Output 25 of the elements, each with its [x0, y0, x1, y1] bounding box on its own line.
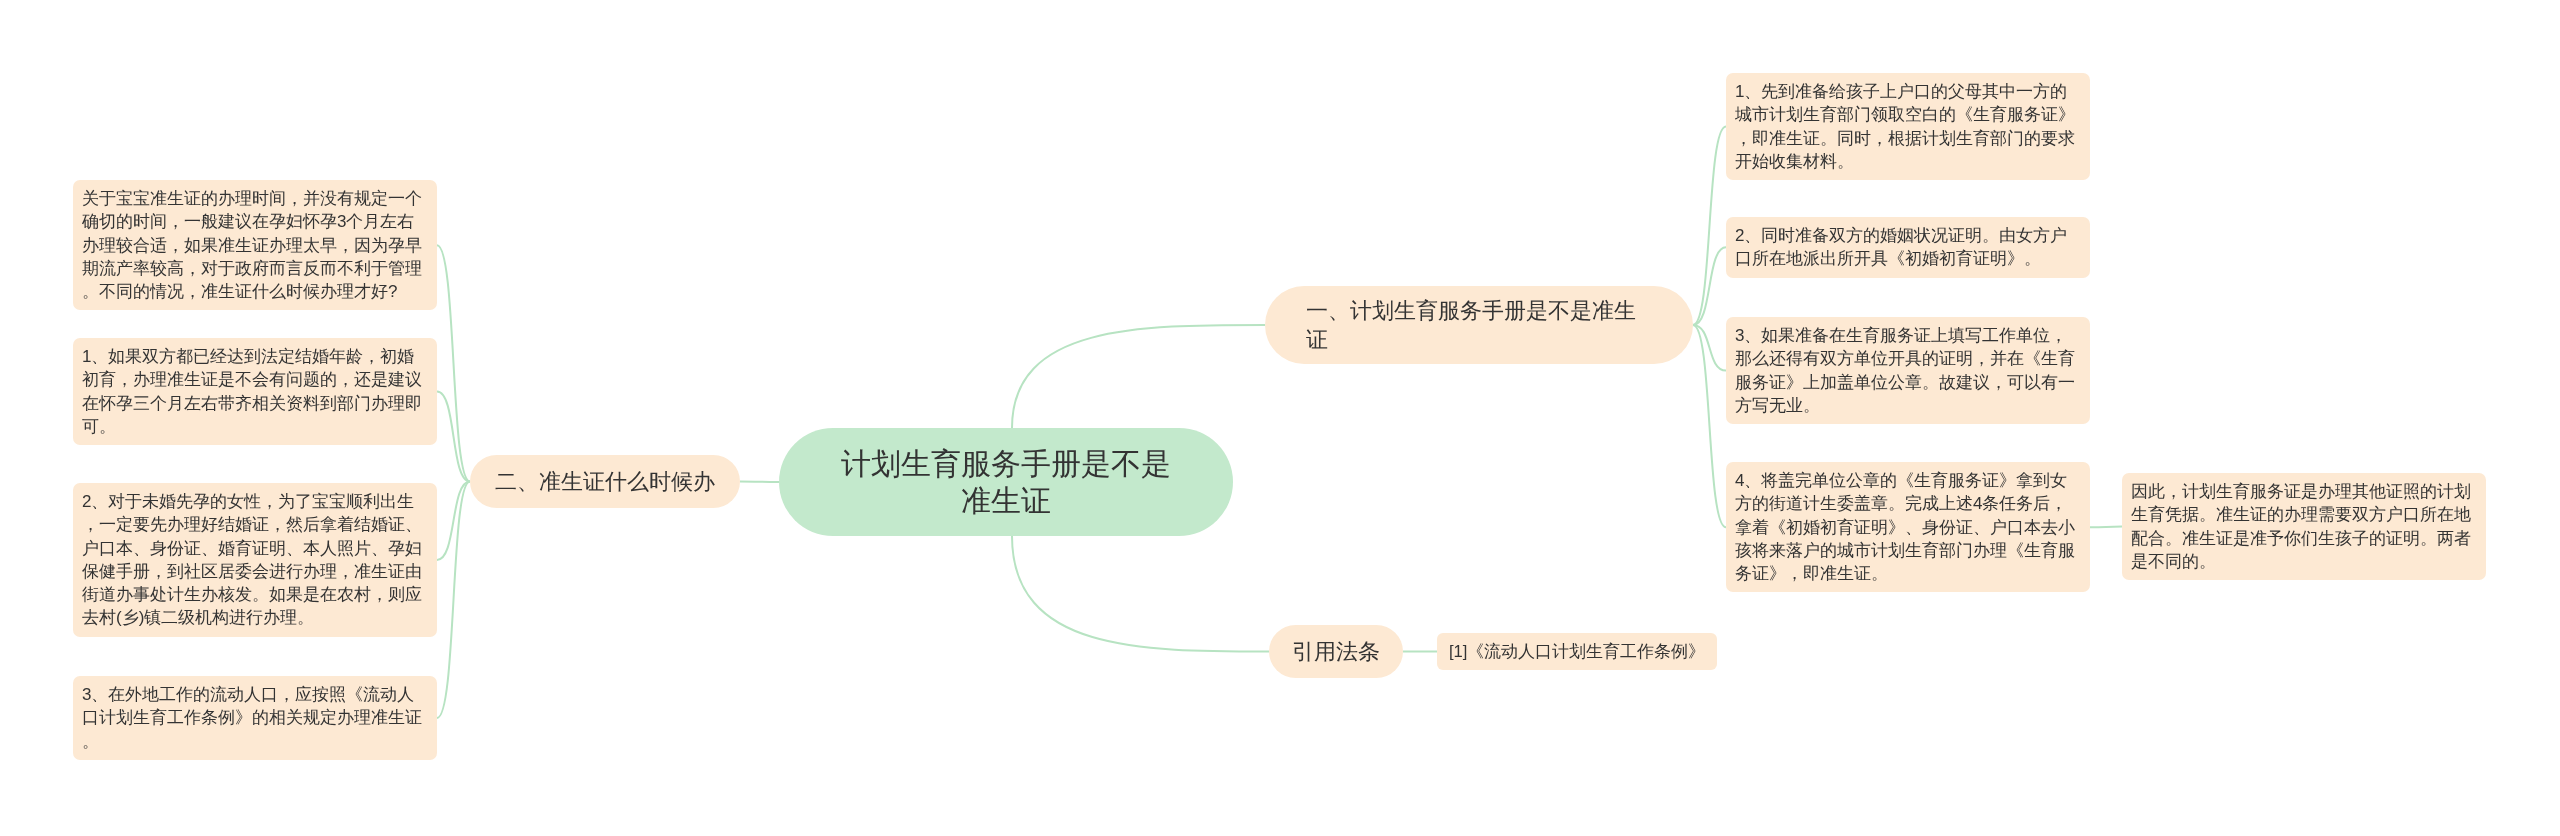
connector-line: [1011, 535, 1270, 653]
note-card: 1、先到准备给孩子上户口的父母其中一方的城市计划生育部门领取空白的《生育服务证》，即准生证。同时，根据计划生育部门的要求开始收集材料。: [1726, 73, 2090, 181]
branch-topic-pill: 一、计划生育服务手册是不是准生证: [1265, 286, 1693, 364]
note-card: 因此，计划生育服务证是办理其他证照的计划生育凭据。准生证的办理需要双方户口所在地配合。准生证是准予你们生孩子的证明。两者是不同的。: [2122, 473, 2486, 581]
note-card: 3、如果准备在生育服务证上填写工作单位，那么还得有双方单位开具的证明，并在《生育服务证》上加盖单位公章。故建议，可以有一方写无业。: [1726, 317, 2090, 425]
connector-line: [1692, 246, 1727, 326]
connector-line: [436, 480, 471, 719]
note-card: 4、将盖完单位公章的《生育服务证》拿到女方的街道计生委盖章。完成上述4条任务后，拿着《初婚初育证明》、身份证、户口本去小孩将来落户的城市计划生育部门办理《生育服务证》，即准生证。: [1726, 462, 2090, 593]
connector-line: [436, 244, 471, 483]
connector-line: [1402, 650, 1438, 653]
note-card: 关于宝宝准生证的办理时间，并没有规定一个确切的时间，一般建议在孕妇怀孕3个月左右办理较合适，如果准生证办理太早，因为孕早期流产率较高，对于政府而言反而不利于管理。不同的情况，准生证什么时候办理才好?: [73, 180, 437, 311]
reference-card: [1]《流动人口计划生育工作条例》: [1437, 633, 1718, 670]
note-card: 3、在外地工作的流动人口，应按照《流动人口计划生育工作条例》的相关规定办理准生证。: [73, 676, 437, 760]
connector-line: [739, 480, 780, 483]
note-card: 2、对于未婚先孕的女性，为了宝宝顺利出生，一定要先办理好结婚证，然后拿着结婚证、户口本、身份证、婚育证明、本人照片、孕妇保健手册，到社区居委会进行办理，准生证由街道办事处计生办核发。如果是在农村，则应去村(乡)镇二级机构进行办理。: [73, 483, 437, 637]
branch-topic-pill: 引用法条: [1269, 625, 1403, 678]
connector-line: [2089, 525, 2123, 529]
note-card: 2、同时准备双方的婚姻状况证明。由女方户口所在地派出所开具《初婚初育证明》。: [1726, 217, 2090, 278]
connector-line: [1692, 324, 1727, 529]
note-card: 1、如果双方都已经达到法定结婚年龄，初婚初育，办理准生证是不会有问题的，还是建议在怀孕三个月左右带齐相关资料到部门办理即可。: [73, 338, 437, 446]
central-topic-pill: 计划生育服务手册是不是准生证: [779, 428, 1233, 536]
connector-line: [1011, 324, 1266, 429]
connector-line: [1692, 324, 1727, 372]
branch-topic-pill: 二、准生证什么时候办: [470, 455, 740, 508]
connector-line: [1692, 125, 1727, 326]
